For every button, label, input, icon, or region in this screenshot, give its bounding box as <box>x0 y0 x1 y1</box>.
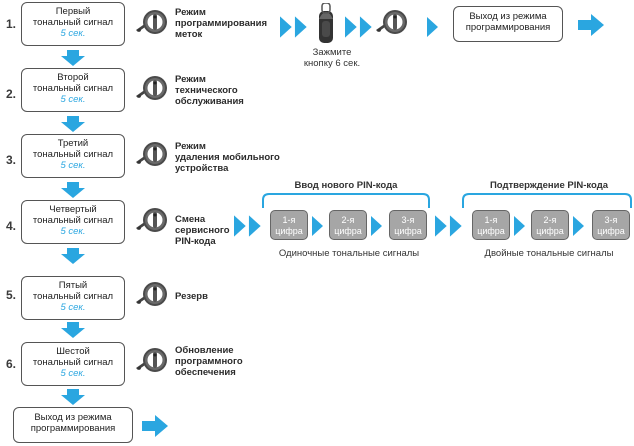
step-label: Второй <box>57 72 89 83</box>
right-arrow-icon <box>142 415 168 437</box>
chevron-icon <box>514 216 528 236</box>
step-number: 3. <box>6 153 17 167</box>
double-chevron-icon <box>280 16 312 38</box>
mode-label: Резерв <box>175 291 208 302</box>
step-number: 5. <box>6 288 17 302</box>
step-box: Второй тональный сигнал 5 сек. <box>21 68 125 112</box>
step-number: 4. <box>6 219 17 233</box>
step-duration: 5 сек. <box>60 368 86 379</box>
step-box: Третий тональный сигнал 5 сек. <box>21 134 125 178</box>
step-label: Шестой <box>56 346 90 357</box>
down-arrow-icon <box>61 322 85 338</box>
step-number: 1. <box>6 17 17 31</box>
key-icon <box>134 140 170 174</box>
step-duration: 5 сек. <box>60 160 86 171</box>
down-arrow-icon <box>61 50 85 66</box>
step-label: Пятый <box>58 280 88 291</box>
double-tones-caption: Двойные тональные сигналы <box>484 248 614 259</box>
key-icon <box>134 206 170 240</box>
step-number: 2. <box>6 87 17 101</box>
step-duration: 5 сек. <box>60 226 86 237</box>
key-icon <box>134 346 170 380</box>
step-duration: 5 сек. <box>60 94 86 105</box>
step-signal: тональный сигнал <box>32 149 114 160</box>
single-tones-caption: Одиночные тональные сигналы <box>278 248 420 259</box>
down-arrow-icon <box>61 182 85 198</box>
step-box: Шестой тональный сигнал 5 сек. <box>21 342 125 386</box>
right-arrow-icon <box>578 14 604 36</box>
step-number: 6. <box>6 357 17 371</box>
confirm-pin-title: Подтверждение PIN-кода <box>489 180 609 191</box>
chevron-icon <box>573 216 587 236</box>
down-arrow-icon <box>61 248 85 264</box>
key-icon <box>134 8 170 42</box>
key-icon <box>134 280 170 314</box>
double-chevron-icon <box>234 215 266 237</box>
step-duration: 5 сек. <box>60 28 86 39</box>
step-label: Первый <box>55 6 91 17</box>
double-chevron-icon <box>345 16 377 38</box>
step-signal: тональный сигнал <box>32 215 114 226</box>
step-signal: тональный сигнал <box>32 17 114 28</box>
chevron-icon <box>427 16 441 38</box>
step-signal: тональный сигнал <box>32 357 114 368</box>
step-box: Первый тональный сигнал 5 сек. <box>21 2 125 46</box>
step-duration: 5 сек. <box>60 302 86 313</box>
double-chevron-icon <box>435 215 467 237</box>
key-fob-icon <box>316 3 336 45</box>
chevron-icon <box>371 216 385 236</box>
step-signal: тональный сигнал <box>32 83 114 94</box>
down-arrow-icon <box>61 116 85 132</box>
step-box: Пятый тональный сигнал 5 сек. <box>21 276 125 320</box>
step-label: Четвертый <box>49 204 97 215</box>
chevron-icon <box>312 216 326 236</box>
confirm-pin-bracket <box>462 193 632 208</box>
step-signal: тональный сигнал <box>32 291 114 302</box>
key-icon <box>134 74 170 108</box>
down-arrow-icon <box>61 389 85 405</box>
step-box: Четвертый тональный сигнал 5 сек. <box>21 200 125 244</box>
key-icon <box>374 8 410 42</box>
new-pin-title: Ввод нового PIN-кода <box>294 180 398 191</box>
new-pin-bracket <box>262 193 430 208</box>
step-label: Третий <box>57 138 89 149</box>
